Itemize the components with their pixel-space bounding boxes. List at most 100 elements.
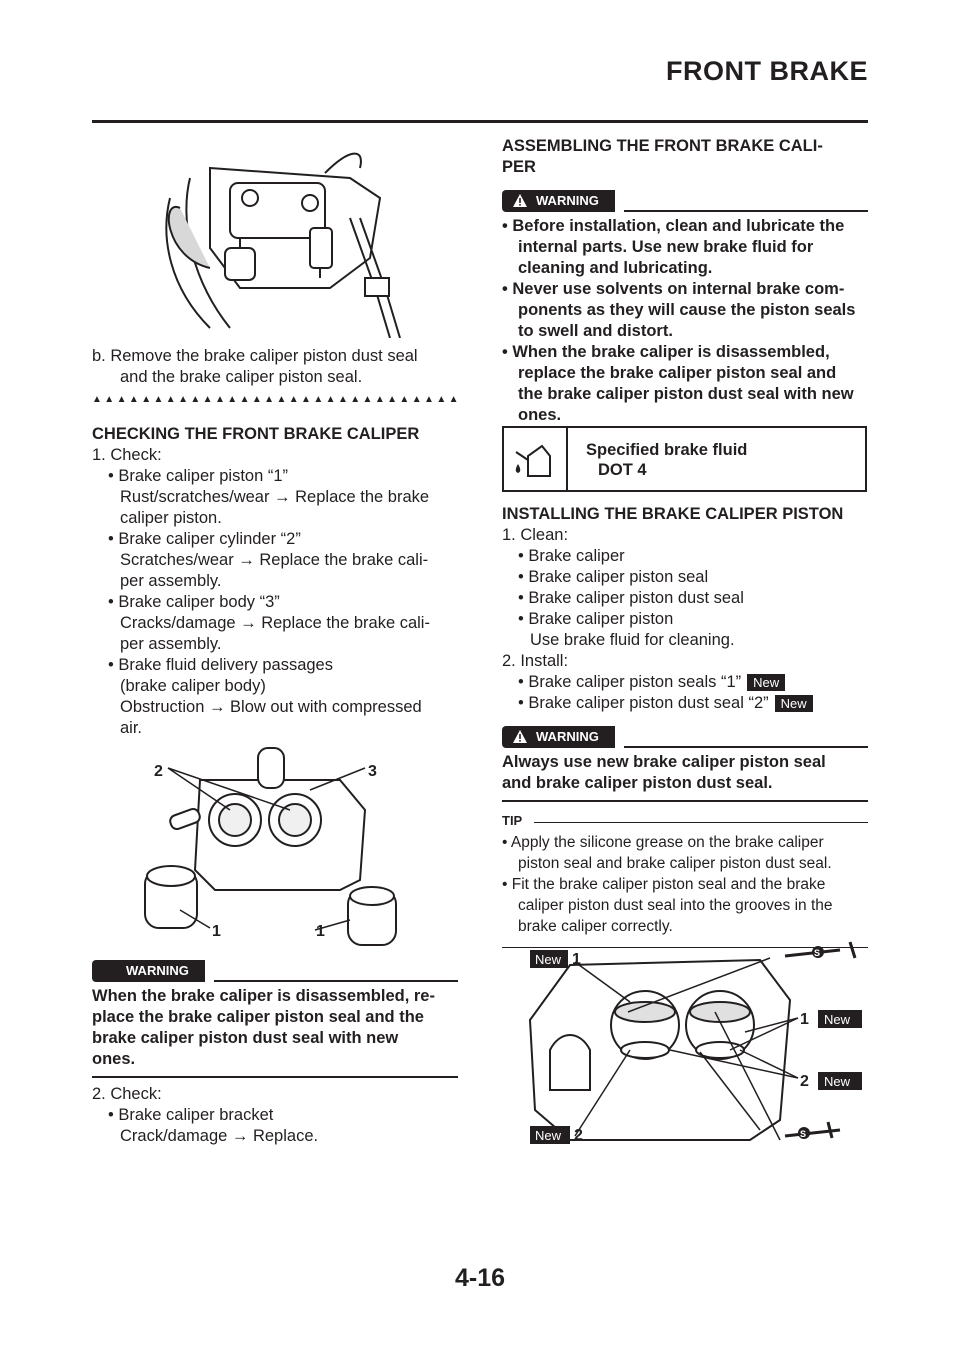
check-line: air. [120, 719, 143, 737]
oil-can-icon [515, 444, 551, 477]
clean-item: • Brake caliper piston dust seal [518, 589, 744, 607]
warning2-end-rule [502, 800, 868, 802]
warning-bullet: replace the brake caliper piston seal an… [518, 364, 837, 382]
warning-banner: WARNING [92, 960, 458, 982]
figure3-label-1: 1 [800, 1011, 809, 1028]
warning-bullet: the brake caliper piston dust seal with … [518, 385, 854, 403]
warning-banner: WARNING [502, 726, 868, 748]
warning-tag: WARNING [92, 960, 205, 982]
check-line: • Brake fluid delivery passages [108, 656, 333, 674]
install-item: • Brake caliper piston dust seal “2” New [502, 693, 868, 714]
spec-divider [566, 428, 568, 490]
warning-text: ones. [92, 1050, 136, 1068]
assembling-heading: ASSEMBLING THE FRONT BRAKE CALI- [502, 137, 823, 155]
tip-line: piston seal and brake caliper piston dus… [518, 855, 832, 872]
check-line: Scratches/wear → Replace the brake cali- [120, 551, 429, 569]
figure2-label-3: 3 [368, 763, 377, 780]
check2-result: Crack/damage → Replace. [120, 1127, 319, 1145]
installing-heading: INSTALLING THE BRAKE CALIPER PISTON [502, 505, 844, 523]
caliper-removal-figure [165, 152, 401, 338]
check-line: • Brake caliper body “3” [108, 593, 280, 611]
warning-bullet: ones. [518, 406, 562, 424]
page-number: 4-16 [454, 1264, 506, 1292]
clean-item: • Brake caliper piston [518, 610, 674, 628]
check-line: per assembly. [120, 635, 222, 653]
tip-end-rule [502, 947, 868, 948]
new-badge: New [824, 1012, 851, 1027]
check-line: • Brake caliper piston “1” [108, 467, 289, 485]
clean-step: 1. Clean: [502, 526, 569, 544]
check-line: caliper piston. [120, 509, 222, 527]
warning-bullet: to swell and distort. [518, 322, 673, 340]
warning-bullet: ponents as they will cause the piston se… [518, 301, 856, 319]
warning-bullet: • When the brake caliper is disassembled… [502, 343, 830, 361]
grease-icon-top: S [814, 948, 820, 958]
checking-heading: CHECKING THE FRONT BRAKE CALIPER [92, 425, 420, 443]
warning-bullet: internal parts. Use new brake fluid for [518, 238, 814, 256]
spec-title: Specified brake fluid [586, 441, 748, 459]
warning-label: WARNING [536, 193, 599, 208]
check2-step: 2. Check: [92, 1085, 162, 1103]
check-line: Rust/scratches/wear → Replace the brake [120, 488, 430, 506]
warning-rule [624, 210, 868, 212]
warning-icon [513, 730, 527, 743]
install-item-text: • Brake caliper piston seals “1” [518, 673, 742, 691]
tip-line: • Apply the silicone grease on the brake… [502, 834, 824, 851]
new-badge: New [774, 695, 813, 713]
header-rule [92, 120, 868, 123]
warning-bullet: • Before installation, clean and lubrica… [502, 217, 845, 235]
warning-bullet: cleaning and lubricating. [518, 259, 713, 277]
tip-label: TIP [502, 813, 523, 828]
install-item-text: • Brake caliper piston dust seal “2” [518, 694, 769, 712]
tip-line: • Fit the brake caliper piston seal and … [502, 876, 826, 893]
figure2-label-1a: 1 [212, 923, 221, 940]
warning-banner: WARNING [502, 190, 868, 212]
triangle-separator: ▲▲▲▲▲▲▲▲▲▲▲▲▲▲▲▲▲▲▲▲▲▲▲▲▲▲▲▲▲▲▲ [92, 394, 458, 405]
figure3-label-2: 2 [574, 1127, 583, 1144]
new-badge: New [535, 1128, 562, 1143]
grease-icon-bottom: S [800, 1129, 806, 1139]
step-b-line2: and the brake caliper piston seal. [120, 368, 363, 386]
spec-value: DOT 4 [598, 461, 647, 479]
piston-seal-figure: S S New 1 1 New 2 New New 2 [528, 941, 862, 1144]
check-line: • Brake caliper cylinder “2” [108, 530, 301, 548]
warning-text: When the brake caliper is disassembled, … [92, 987, 435, 1005]
tip-line: caliper piston dust seal into the groove… [518, 897, 833, 914]
check-line: per assembly. [120, 572, 222, 590]
warning-tag: WARNING [502, 190, 615, 212]
page-title: FRONT BRAKE [666, 56, 868, 86]
check1-step: 1. Check: [92, 446, 162, 464]
warning2-text: Always use new brake caliper piston seal [502, 753, 826, 771]
check-line: Cracks/damage → Replace the brake cali- [120, 614, 430, 632]
clean-item: • Brake caliper piston seal [518, 568, 709, 586]
warning-rule [624, 746, 868, 748]
tip-rule [534, 822, 868, 823]
figure3-label-2: 2 [800, 1073, 809, 1090]
warning-end-rule [92, 1076, 458, 1078]
check-line: Obstruction → Blow out with compressed [120, 698, 422, 716]
figure3-label-1: 1 [572, 951, 581, 968]
clean-note: Use brake fluid for cleaning. [530, 631, 735, 649]
warning-text: place the brake caliper piston seal and … [92, 1008, 424, 1026]
check2-item: • Brake caliper bracket [108, 1106, 274, 1124]
tip-line: brake caliper correctly. [518, 918, 673, 935]
warning2-text: and brake caliper piston dust seal. [502, 774, 773, 792]
new-badge: New [824, 1074, 851, 1089]
warning-label: WARNING [536, 729, 599, 744]
install-item: • Brake caliper piston seals “1” New [502, 672, 868, 693]
warning-text: brake caliper piston dust seal with new [92, 1029, 399, 1047]
clean-item: • Brake caliper [518, 547, 625, 565]
new-badge: New [535, 952, 562, 967]
new-badge: New [747, 674, 786, 692]
warning-tag: WARNING [502, 726, 615, 748]
warning-icon [513, 194, 527, 207]
assembling-heading-cont: PER [502, 158, 536, 176]
warning-bullet: • Never use solvents on internal brake c… [502, 280, 845, 298]
figure2-label-1b: 1 [316, 923, 325, 940]
install-step: 2. Install: [502, 652, 569, 670]
warning-rule [214, 980, 458, 982]
figure2-label-2: 2 [154, 763, 163, 780]
check-line: (brake caliper body) [120, 677, 266, 695]
tip-banner: TIP [502, 810, 868, 832]
spec-box: Specified brake fluid DOT 4 [502, 426, 867, 492]
